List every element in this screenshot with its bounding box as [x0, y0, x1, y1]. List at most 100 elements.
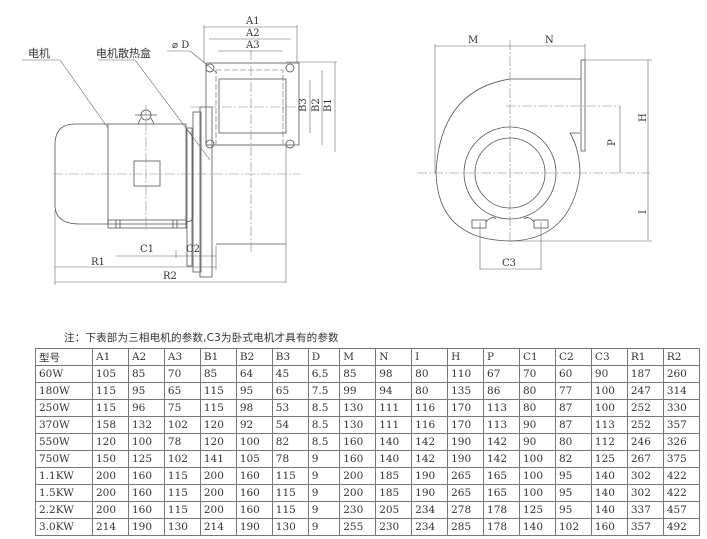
- value-cell: 98: [235, 399, 273, 417]
- value-cell: 234: [411, 518, 449, 536]
- value-cell: 67: [483, 365, 520, 383]
- dim-label-h: H: [638, 113, 649, 122]
- column-header: B3: [271, 348, 309, 366]
- column-header: R1: [626, 348, 664, 366]
- value-cell: 9: [307, 501, 341, 519]
- column-header: C3: [590, 348, 628, 366]
- column-header: C1: [519, 348, 556, 366]
- value-cell: 80: [411, 382, 449, 400]
- value-cell: 65: [271, 382, 309, 400]
- value-cell: 160: [127, 484, 165, 502]
- value-cell: 125: [519, 501, 556, 519]
- value-cell: 278: [447, 501, 485, 519]
- value-cell: 160: [339, 450, 377, 468]
- value-cell: 100: [519, 450, 556, 468]
- value-cell: 130: [163, 518, 201, 536]
- value-cell: 115: [199, 382, 237, 400]
- value-cell: 92: [235, 416, 273, 434]
- value-cell: 115: [163, 484, 201, 502]
- column-header: A1: [92, 348, 129, 366]
- model-cell: 1.1KW: [35, 467, 93, 485]
- value-cell: 170: [447, 416, 485, 434]
- value-cell: 132: [127, 416, 165, 434]
- value-cell: 100: [519, 467, 556, 485]
- value-cell: 8.5: [307, 416, 341, 434]
- value-cell: 115: [163, 501, 201, 519]
- value-cell: 375: [662, 450, 701, 468]
- value-cell: 9: [307, 450, 341, 468]
- value-cell: 105: [235, 450, 273, 468]
- value-cell: 65: [163, 382, 201, 400]
- value-cell: 140: [590, 484, 628, 502]
- value-cell: 160: [235, 501, 273, 519]
- value-cell: 98: [375, 365, 413, 383]
- value-cell: 125: [590, 450, 628, 468]
- value-cell: 80: [519, 382, 556, 400]
- value-cell: 90: [590, 365, 628, 383]
- value-cell: 200: [199, 484, 237, 502]
- column-header: M: [339, 348, 377, 366]
- value-cell: 142: [483, 450, 520, 468]
- table-note: 注：下表部为三相电机的参数,C3为卧式电机才具有的参数: [64, 332, 339, 344]
- model-cell: 370W: [35, 416, 93, 434]
- value-cell: 120: [199, 416, 237, 434]
- value-cell: 246: [626, 433, 664, 451]
- value-cell: 115: [92, 399, 129, 417]
- value-cell: 54: [271, 416, 309, 434]
- value-cell: 85: [339, 365, 377, 383]
- value-cell: 160: [339, 433, 377, 451]
- value-cell: 53: [271, 399, 309, 417]
- value-cell: 265: [447, 467, 485, 485]
- value-cell: 60: [554, 365, 592, 383]
- label-hole-diameter: ⌀ D: [172, 40, 189, 51]
- value-cell: 95: [235, 382, 273, 400]
- value-cell: 160: [127, 501, 165, 519]
- value-cell: 142: [483, 433, 520, 451]
- value-cell: 230: [375, 518, 413, 536]
- value-cell: 9: [307, 518, 341, 536]
- value-cell: 190: [447, 433, 485, 451]
- dim-label-a1: A1: [245, 16, 260, 27]
- value-cell: 200: [92, 484, 129, 502]
- value-cell: 260: [662, 365, 701, 383]
- value-cell: 337: [626, 501, 664, 519]
- value-cell: 130: [271, 518, 309, 536]
- value-cell: 80: [554, 433, 592, 451]
- value-cell: 9: [307, 467, 341, 485]
- value-cell: 140: [590, 467, 628, 485]
- value-cell: 100: [127, 433, 165, 451]
- value-cell: 190: [411, 467, 449, 485]
- value-cell: 187: [626, 365, 664, 383]
- value-cell: 113: [590, 416, 628, 434]
- outlet-flange-front: [580, 59, 586, 152]
- value-cell: 85: [199, 365, 237, 383]
- value-cell: 422: [662, 467, 701, 485]
- value-cell: 190: [235, 518, 273, 536]
- value-cell: 120: [92, 433, 129, 451]
- motor-body: [54, 123, 108, 225]
- value-cell: 85: [127, 365, 165, 383]
- model-cell: 2.2KW: [35, 501, 93, 519]
- dim-label-a3: A3: [245, 40, 260, 51]
- value-cell: 6.5: [307, 365, 341, 383]
- column-header: D: [307, 348, 341, 366]
- dim-label-b2: B2: [311, 98, 322, 112]
- dim-label-r1: R1: [91, 257, 105, 268]
- dim-label-b3: B3: [298, 98, 309, 112]
- value-cell: 112: [590, 433, 628, 451]
- value-cell: 252: [626, 399, 664, 417]
- column-header: N: [375, 348, 413, 366]
- value-cell: 160: [235, 484, 273, 502]
- value-cell: 115: [271, 501, 309, 519]
- value-cell: 326: [662, 433, 701, 451]
- value-cell: 116: [411, 416, 449, 434]
- value-cell: 214: [199, 518, 237, 536]
- value-cell: 70: [519, 365, 556, 383]
- value-cell: 230: [339, 501, 377, 519]
